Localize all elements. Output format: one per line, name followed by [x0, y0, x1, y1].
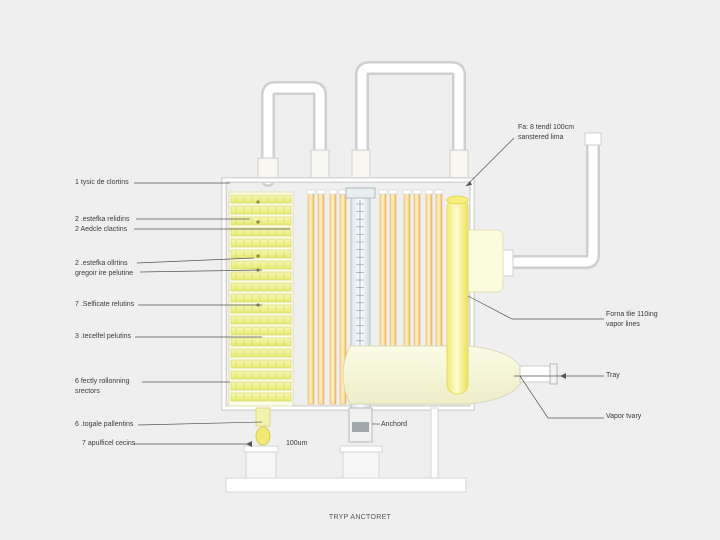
vertical-tubes: [306, 189, 444, 405]
tray-plate: [230, 392, 292, 402]
tray-vessel: [342, 345, 558, 405]
vertical-tube: [329, 191, 337, 405]
top-pipes: [261, 61, 600, 269]
label-left-6: 6 fectly rollonning srectors: [75, 378, 130, 395]
tray-plate: [230, 227, 292, 237]
tray-marker: [256, 220, 260, 224]
tray-plate: [230, 249, 292, 259]
label-left-4: 7 .Selficate relutins: [75, 301, 135, 308]
tube-cap: [388, 189, 398, 195]
tray-marker: [256, 200, 260, 204]
leader-lines: [134, 137, 604, 447]
label-left-3: 2 .estefka ollrtins gregoir ire pelutine: [75, 260, 133, 277]
tray-marker: [256, 254, 260, 258]
leader-line: [139, 269, 263, 273]
tube-cap: [378, 189, 388, 195]
tube-cap: [402, 189, 412, 195]
leader-line: [465, 137, 515, 187]
vertical-tube: [307, 191, 315, 405]
label-left-5: 3 .tecelfel pelutins: [75, 333, 132, 340]
arrowhead: [560, 373, 566, 379]
leader-line: [137, 421, 263, 426]
tray-plate: [230, 304, 292, 314]
base-platform: [225, 407, 467, 493]
diagram-caption: TRYP ANCTORET: [328, 514, 392, 521]
tray-plate: [230, 337, 292, 347]
tray-plate: [230, 260, 292, 270]
arrowhead: [466, 181, 472, 186]
label-right-2: Forna tlie 110ing vapor lines: [606, 311, 658, 328]
main-frame: [221, 177, 475, 411]
label-left-8: 7 apulficel cecins: [82, 440, 136, 447]
tray-plate: [230, 293, 292, 303]
tray-plate: [230, 238, 292, 248]
label-right-4: Vapor tvary: [606, 413, 642, 420]
tray-plate: [230, 205, 292, 215]
tube-cap: [424, 189, 434, 195]
tray-stack: [228, 191, 294, 407]
tube-cap: [306, 189, 316, 195]
tray-plate: [230, 315, 292, 325]
tray-plate: [230, 326, 292, 336]
tube-cap: [316, 189, 326, 195]
label-right-3: Tray: [606, 372, 620, 379]
label-left-7: 6 .togale pallentins: [75, 421, 134, 428]
label-left-2: 2 .estefka relidins 2 Aedcle clactins: [75, 216, 130, 233]
tray-plate: [230, 348, 292, 358]
tray-plate: [230, 216, 292, 226]
tray-plate: [230, 381, 292, 391]
tube-cap: [412, 189, 422, 195]
tray-plate: [230, 370, 292, 380]
tube-cap: [434, 189, 444, 195]
arrowhead: [246, 441, 252, 447]
tube-cap: [328, 189, 338, 195]
vertical-tube: [317, 191, 325, 405]
vapor-riser: [446, 195, 504, 395]
tray-plate: [230, 359, 292, 369]
label-dimension: 100um: [286, 440, 308, 447]
tray-plate: [230, 282, 292, 292]
leader-line: [136, 257, 255, 264]
leader-line: [467, 295, 604, 320]
label-left-1: 1 tysic de clortins: [75, 179, 129, 186]
label-anchord: Anchord: [381, 421, 408, 428]
tray-plate: [230, 271, 292, 281]
leader-line: [519, 375, 604, 419]
label-right-1: Fa: 8 tendl 100cm sanstered lima: [518, 124, 575, 141]
tray-plate: [230, 194, 292, 204]
